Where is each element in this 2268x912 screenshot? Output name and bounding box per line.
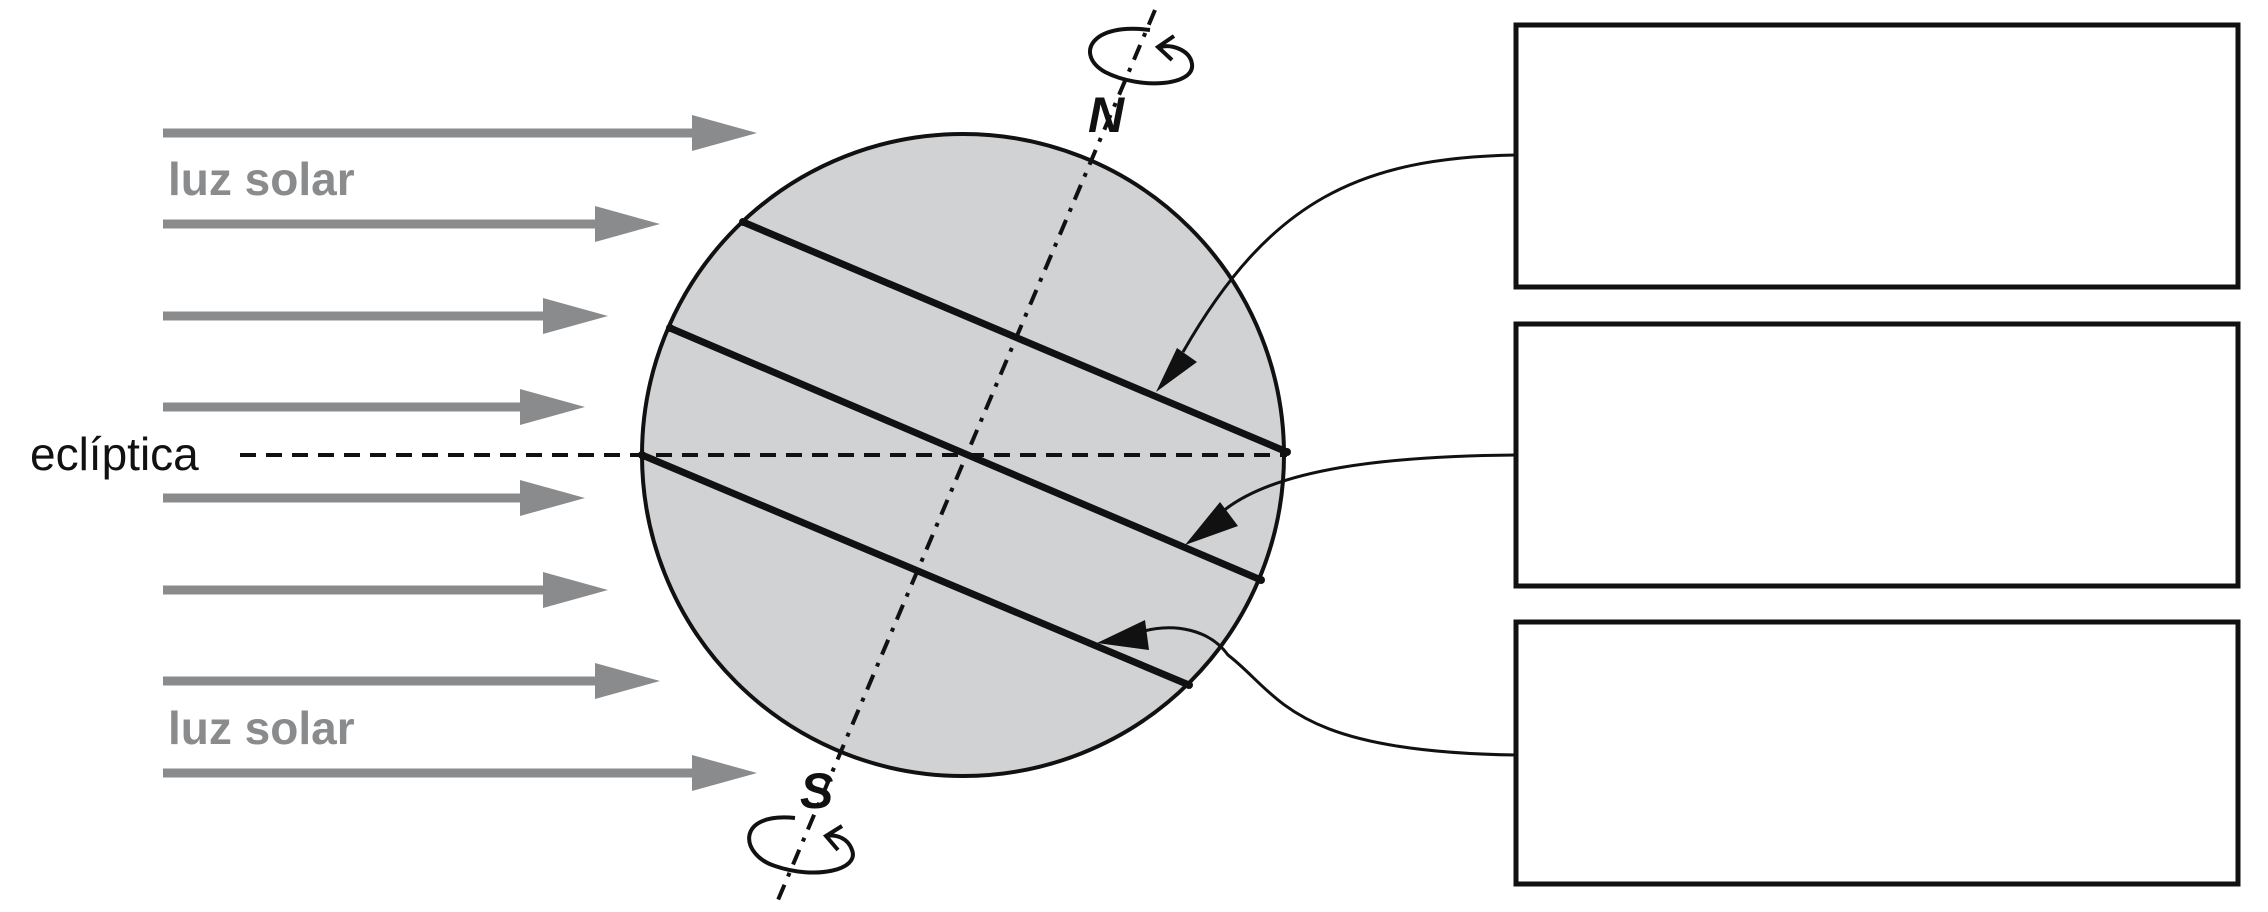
north-pole-label: N bbox=[1088, 87, 1125, 143]
sunlight-ray-2 bbox=[163, 206, 660, 242]
tropic-line-south bbox=[640, 451, 1191, 689]
sunlight-ray-4 bbox=[163, 389, 585, 425]
sunlight-ray-7 bbox=[163, 663, 660, 699]
answer-boxes bbox=[1513, 22, 2241, 887]
sunlight-label-top: luz solar bbox=[168, 153, 355, 205]
sunlight-label-bottom: luz solar bbox=[168, 702, 355, 754]
connector-arrow-1 bbox=[1156, 153, 1517, 392]
answer-box-3[interactable] bbox=[1513, 619, 2241, 887]
ecliptic-label: eclíptica bbox=[30, 428, 199, 480]
sunlight-ray-1 bbox=[163, 115, 757, 151]
sunlight-ray-3 bbox=[163, 298, 608, 334]
connector-arrows bbox=[1097, 153, 1517, 757]
sunlight-rays bbox=[163, 115, 757, 791]
connector-arrow-3 bbox=[1097, 620, 1517, 757]
sunlight-ray-8 bbox=[163, 755, 757, 791]
answer-box-2[interactable] bbox=[1513, 321, 2241, 589]
connector-arrow-2 bbox=[1185, 453, 1517, 545]
answer-box-1[interactable] bbox=[1513, 22, 2241, 290]
sunlight-ray-5 bbox=[163, 480, 585, 516]
rotation-axis bbox=[776, 9, 1157, 901]
rotation-arrow-south-icon bbox=[747, 815, 855, 875]
south-pole-label: S bbox=[800, 763, 833, 819]
sunlight-ray-6 bbox=[163, 572, 608, 608]
rotation-arrow-north-icon bbox=[1088, 26, 1194, 86]
